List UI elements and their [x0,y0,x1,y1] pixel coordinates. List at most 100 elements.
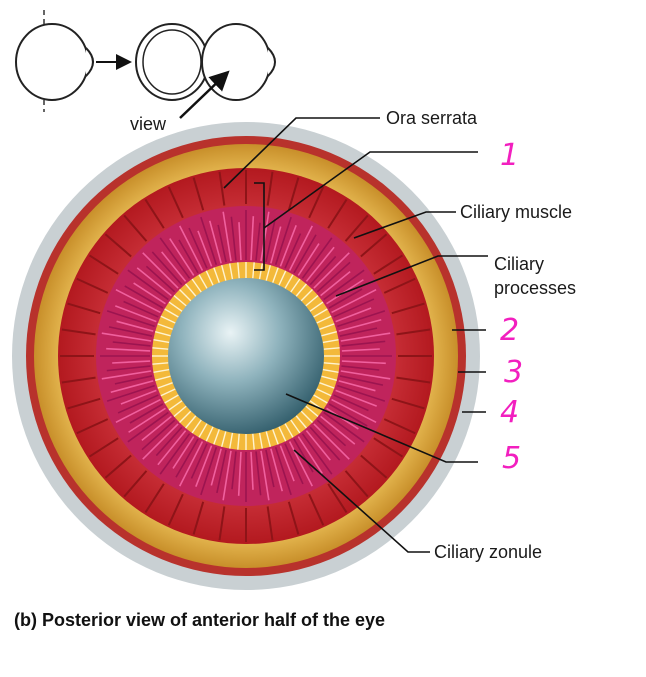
handwritten-number-5: 5 [502,441,521,476]
process-ray [279,445,295,482]
zonule-fiber [300,410,313,423]
process-ray [101,370,152,380]
label-ciliary-processes-2: processes [494,278,576,298]
zonule-fiber [228,263,234,280]
process-ray [106,384,155,402]
muscle-fold [104,233,132,258]
zonule-fiber [295,415,307,429]
process-ray [106,365,151,372]
process-ray [120,389,157,405]
zonule-fiber [265,431,272,447]
zonule-fiber [198,423,208,438]
process-ray [338,318,382,332]
muscle-fold [167,493,184,526]
process-ray [341,360,386,365]
muscle-fold [88,437,119,458]
process-ray [331,398,377,423]
muscle-fold [192,177,205,211]
process-ray [341,348,380,352]
process-ray [142,252,179,289]
process-ray [200,216,218,265]
process-ray [123,300,159,318]
process-ray [297,243,320,276]
process-ray [179,225,204,271]
process-ray [316,419,347,447]
process-ray [335,389,377,407]
process-ray [141,415,172,441]
leader-lines [223,117,488,553]
zonule-fiber [153,368,170,374]
handwritten-number-2: 2 [500,313,519,348]
ciliary-zonule-fibers [152,262,340,450]
process-ray [210,448,222,486]
zonule-fiber [155,330,171,337]
zonule-fiber [213,267,220,283]
process-ray [288,441,313,487]
zonule-fiber [179,410,192,423]
label-ciliary-processes-1: Ciliary [494,254,544,274]
zonule-fiber [258,432,264,449]
muscle-fold [396,328,431,336]
zonule-fiber [316,315,332,324]
process-ray [238,222,242,261]
zonule-fiber [272,267,279,283]
muscle-fold [373,254,404,275]
process-ray [333,394,369,412]
zonule-fiber [252,262,255,279]
process-ray [159,433,191,475]
zonule-fiber [309,301,324,312]
zonule-fiber [237,433,240,450]
zonule-fiber [319,382,335,389]
process-ray [197,230,213,267]
muscle-fold [266,506,274,541]
muscle-fold [383,418,416,435]
process-ray [178,239,199,274]
muscle-fold [144,483,165,514]
process-ray [341,365,380,371]
zonule-fiber [185,415,197,429]
process-ray [340,370,391,380]
process-ray [230,216,237,261]
process-ray [338,380,376,392]
process-ray [145,265,176,293]
zonule-fiber [290,419,301,434]
muscle-fold [287,177,300,211]
handwritten-number-4: 4 [500,395,519,430]
process-ray [161,251,187,282]
leader-1 [263,151,478,229]
process-ray [124,285,164,309]
process-ray [115,289,161,314]
zonule-fiber [152,347,169,350]
muscle-fold [327,198,348,229]
muscle-fold [167,186,184,219]
process-ray [237,451,242,496]
muscle-fold [61,328,96,336]
muscle-fold [360,454,388,479]
zonule-fiber [164,308,179,318]
process-ray [293,438,314,473]
process-ray [301,237,333,279]
zonule-fiber [323,347,340,350]
zonule-fiber [191,278,202,293]
process-ray [142,423,179,460]
zonule-fiber [173,295,187,307]
view-arrow-icon [179,70,230,119]
process-ray [133,282,166,305]
process-ray [231,451,237,490]
muscle-fold [373,437,404,458]
process-ray [101,332,152,342]
zonule-fiber [322,338,339,344]
muscle-fold [396,376,431,384]
process-ray [301,433,333,475]
muscle-fold [344,470,369,498]
anterior-half-eye [12,122,480,590]
zonule-fiber [179,289,192,302]
zonule-fiber [237,262,240,279]
zonule-fiber [228,432,234,449]
process-ray [129,403,164,424]
process-ray [297,436,323,474]
zonule-fiber [205,426,214,442]
zonule-fiber [153,338,170,344]
process-ray [279,225,297,267]
zonule-fiber [265,265,272,281]
